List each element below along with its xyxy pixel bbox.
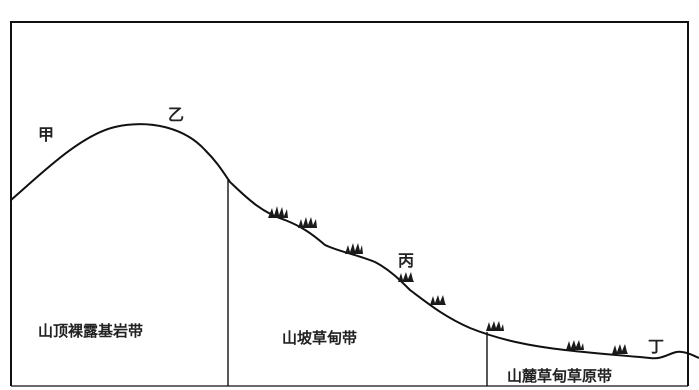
grass-tuft xyxy=(345,243,363,254)
diagram-frame xyxy=(10,21,689,386)
zone-label-foothill: 山麓草甸草原带 xyxy=(507,367,612,385)
grass-tuft xyxy=(486,321,504,331)
point-label-jia: 甲 xyxy=(38,125,54,144)
zone-label-summit: 山顶裸露基岩带 xyxy=(38,322,143,340)
grass-tuft xyxy=(268,206,288,218)
grass-tuft xyxy=(430,295,446,305)
point-label-ding: 丁 xyxy=(648,337,664,356)
terrain-profile xyxy=(10,123,699,360)
grass-tuft xyxy=(398,272,414,282)
point-label-bing: 丙 xyxy=(398,251,414,270)
zone-label-slope: 山坡草甸带 xyxy=(282,329,357,347)
grass-tuft xyxy=(612,344,628,354)
point-label-yi: 乙 xyxy=(168,105,184,124)
grass-tuft xyxy=(298,217,317,228)
grass-tuft xyxy=(566,340,584,350)
